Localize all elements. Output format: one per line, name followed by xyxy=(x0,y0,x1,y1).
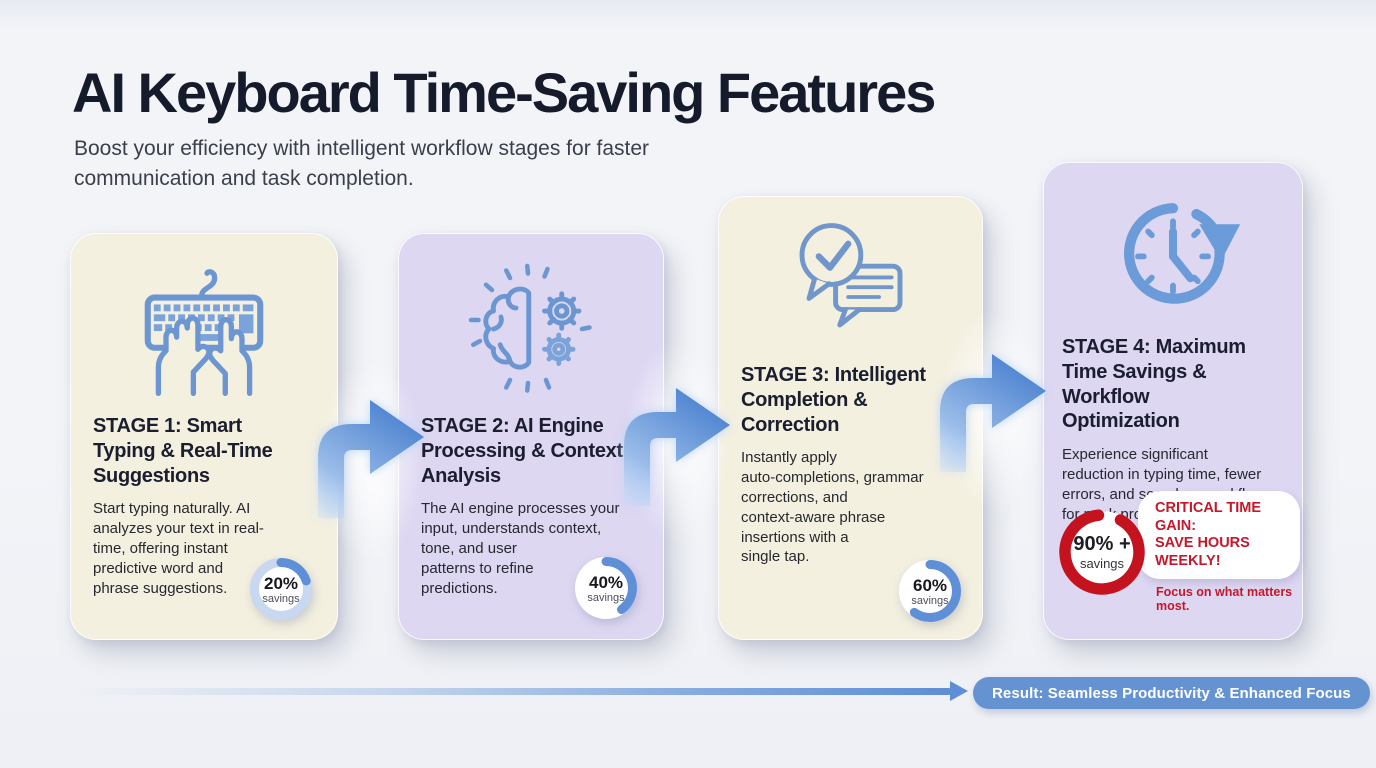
clock-time-arrow-icon xyxy=(1044,179,1302,325)
stage-4-card: STAGE 4: Maximum Time Savings & Workflow… xyxy=(1043,162,1303,640)
critical-time-gain-pill: CRITICAL TIME GAIN: SAVE HOURS WEEKLY! xyxy=(1138,491,1300,579)
savings-label: savings xyxy=(587,591,625,604)
brain-gears-processing-icon xyxy=(399,254,663,404)
page-subtitle: Boost your efficiency with intelligent w… xyxy=(74,137,650,190)
arrow-stage3-to-stage4-icon xyxy=(940,354,1046,472)
keyboard-typing-hands-icon xyxy=(71,252,337,404)
savings-value: 60% xyxy=(912,575,948,595)
savings-label: savings xyxy=(1079,556,1125,572)
savings-value: 90% + xyxy=(1073,533,1131,556)
stage-1-title: STAGE 1: Smart Typing & Real-Time Sugges… xyxy=(93,415,273,487)
stage-3-savings-donut: 60%savings xyxy=(894,555,966,627)
stage-1-body: Start typing naturally. AI analyzes your… xyxy=(93,500,264,597)
stage-3-title: STAGE 3: Intelligent Completion & Correc… xyxy=(741,364,926,436)
stage-1-card: STAGE 1: Smart Typing & Real-Time Sugges… xyxy=(70,233,338,640)
chat-check-bubbles-icon xyxy=(719,213,982,353)
savings-label: savings xyxy=(262,592,300,605)
result-banner: Result: Seamless Productivity & Enhanced… xyxy=(973,677,1370,709)
stage-4-title: STAGE 4: Maximum Time Savings & Workflow… xyxy=(1062,336,1246,433)
arrow-stage2-to-stage3-icon xyxy=(624,388,730,506)
critical-time-gain-callout: 90% +savings CRITICAL TIME GAIN: SAVE HO… xyxy=(1054,491,1300,613)
focus-note: Focus on what matters most. xyxy=(1156,585,1293,613)
savings-label: savings xyxy=(911,594,949,607)
stage-1-savings-donut: 20%savings xyxy=(245,553,317,625)
stage-2-savings-donut: 40%savings xyxy=(570,552,642,624)
savings-value: 20% xyxy=(263,573,299,593)
result-flow-line xyxy=(78,688,952,695)
stage-3-body: Instantly apply auto-completions, gramma… xyxy=(741,449,924,566)
result-flow-arrowhead-icon xyxy=(950,681,968,701)
savings-value: 40% xyxy=(588,572,624,592)
stage-4-savings-donut: 90% +savings xyxy=(1054,504,1150,600)
page-title: AI Keyboard Time-Saving Features xyxy=(72,61,936,124)
arrow-stage1-to-stage2-icon xyxy=(318,400,424,518)
